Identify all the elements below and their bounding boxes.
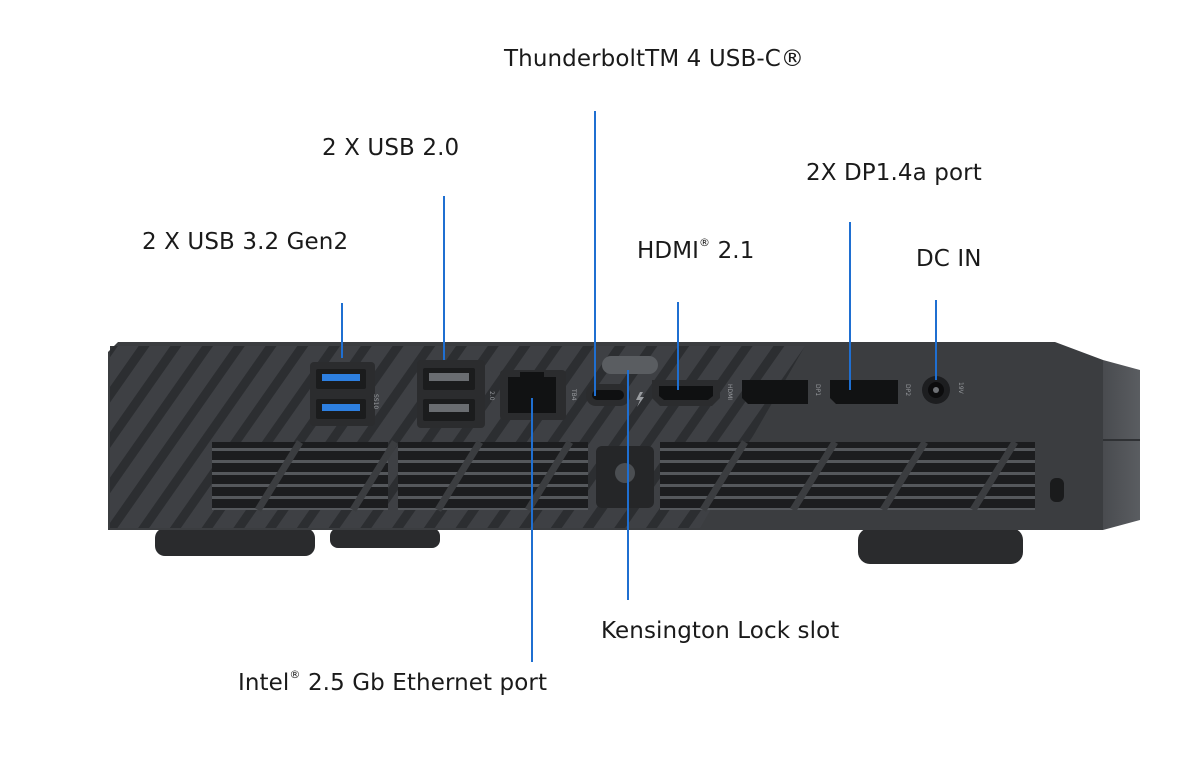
chassis-side: [1103, 360, 1140, 530]
thunderbolt-port: [586, 356, 658, 407]
leader-kensington: [627, 370, 629, 600]
leader-thunderbolt: [594, 111, 596, 396]
kensington-lock: [596, 446, 1064, 508]
label-hdmi: HDMI® 2.1: [637, 236, 755, 264]
leader-hdmi: [677, 302, 679, 390]
label-ethernet-main: Intel: [238, 670, 290, 696]
foot-middle: [330, 528, 440, 548]
dp1-marking: DP1: [814, 384, 821, 396]
tb-marking: TB4: [570, 388, 577, 401]
label-usb20: 2 X USB 2.0: [322, 135, 460, 161]
leader-dp: [849, 222, 851, 390]
dc-marking: 19V: [957, 382, 964, 395]
label-thunderbolt: ThunderboltTM 4 USB-C®: [504, 46, 804, 72]
leader-usb20: [443, 196, 445, 360]
label-kensington: Kensington Lock slot: [601, 618, 840, 644]
usb20-ports: [417, 360, 485, 428]
label-dp: 2X DP1.4a port: [806, 160, 982, 186]
foot-left: [155, 528, 315, 556]
hdmi-port: [652, 380, 720, 406]
usb20-marking: 2.0: [488, 391, 495, 401]
hdmi-marking: HDMI: [726, 384, 733, 400]
label-hdmi-rest: 2.1: [710, 238, 755, 264]
usb32-ports: [310, 362, 375, 426]
dc-in-port: [922, 376, 950, 404]
label-hdmi-main: HDMI: [637, 238, 700, 264]
label-usb32: 2 X USB 3.2 Gen2: [142, 229, 349, 255]
ethernet-port: [500, 370, 566, 420]
leader-usb32: [341, 303, 343, 358]
vent-grille: [212, 440, 1035, 512]
label-dcin: DC IN: [916, 246, 982, 272]
label-ethernet: Intel® 2.5 Gb Ethernet port: [238, 668, 548, 696]
dp-ports: [742, 380, 898, 404]
foot-right: [858, 528, 1023, 564]
label-ethernet-sup: ®: [289, 668, 301, 681]
label-ethernet-rest: 2.5 Gb Ethernet port: [300, 670, 548, 696]
label-hdmi-sup: ®: [699, 236, 711, 249]
leader-ethernet: [531, 398, 533, 662]
usb32-marking: SS10: [372, 394, 379, 409]
dp2-marking: DP2: [904, 384, 911, 396]
leader-dcin: [935, 300, 937, 380]
